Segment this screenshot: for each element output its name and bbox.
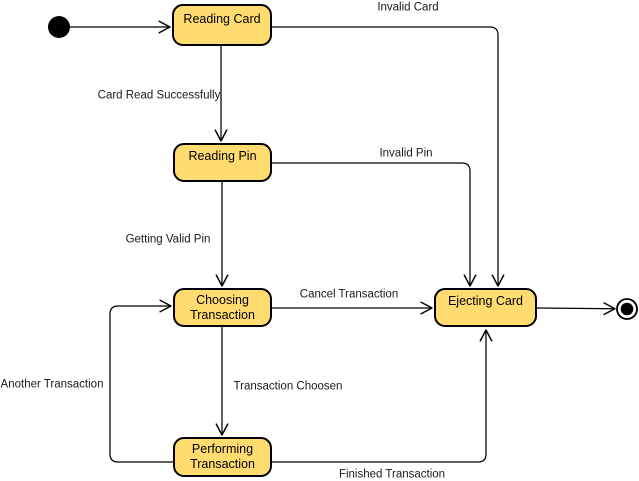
state-ejecting-card-label: Ejecting Card [447,294,524,308]
edge-performing-transaction-to-ejecting-card [272,329,493,463]
transition-label-cancel-transaction: Cancel Transaction [299,288,399,301]
transition-label-finished-transaction: Finished Transaction [338,468,446,481]
state-reading-pin-label: Reading Pin [188,149,257,163]
transition-label-another-transaction: Another Transaction [0,378,104,391]
initial-state-node[interactable] [48,16,70,38]
state-performing-transaction-label: Performing Transaction [190,442,255,471]
transition-label-invalid-pin: Invalid Pin [379,147,433,160]
edge-reading-pin-to-ejecting-card [272,162,477,287]
edge-performing-transaction-to-choosing-transaction [109,299,173,463]
state-reading-card-label: Reading Card [183,12,261,26]
edge-ejecting-card-to-final [536,302,616,316]
state-ejecting-card[interactable]: Ejecting Card [434,288,537,327]
state-reading-pin[interactable]: Reading Pin [173,143,272,182]
transition-label-invalid-card: Invalid Card [377,1,439,14]
final-state-node[interactable] [616,298,638,320]
transition-label-getting-valid-pin: Getting Valid Pin [125,233,211,246]
state-reading-card[interactable]: Reading Card [172,4,272,46]
transition-label-transaction-choosen: Transaction Choosen [233,380,343,393]
state-choosing-transaction[interactable]: Choosing Transaction [173,288,272,327]
state-choosing-transaction-label: Choosing Transaction [190,292,255,322]
transition-label-card-read-successfully: Card Read Successfully [97,89,221,102]
state-performing-transaction[interactable]: Performing Transaction [173,437,272,477]
edge-reading-card-to-ejecting-card [272,26,505,287]
